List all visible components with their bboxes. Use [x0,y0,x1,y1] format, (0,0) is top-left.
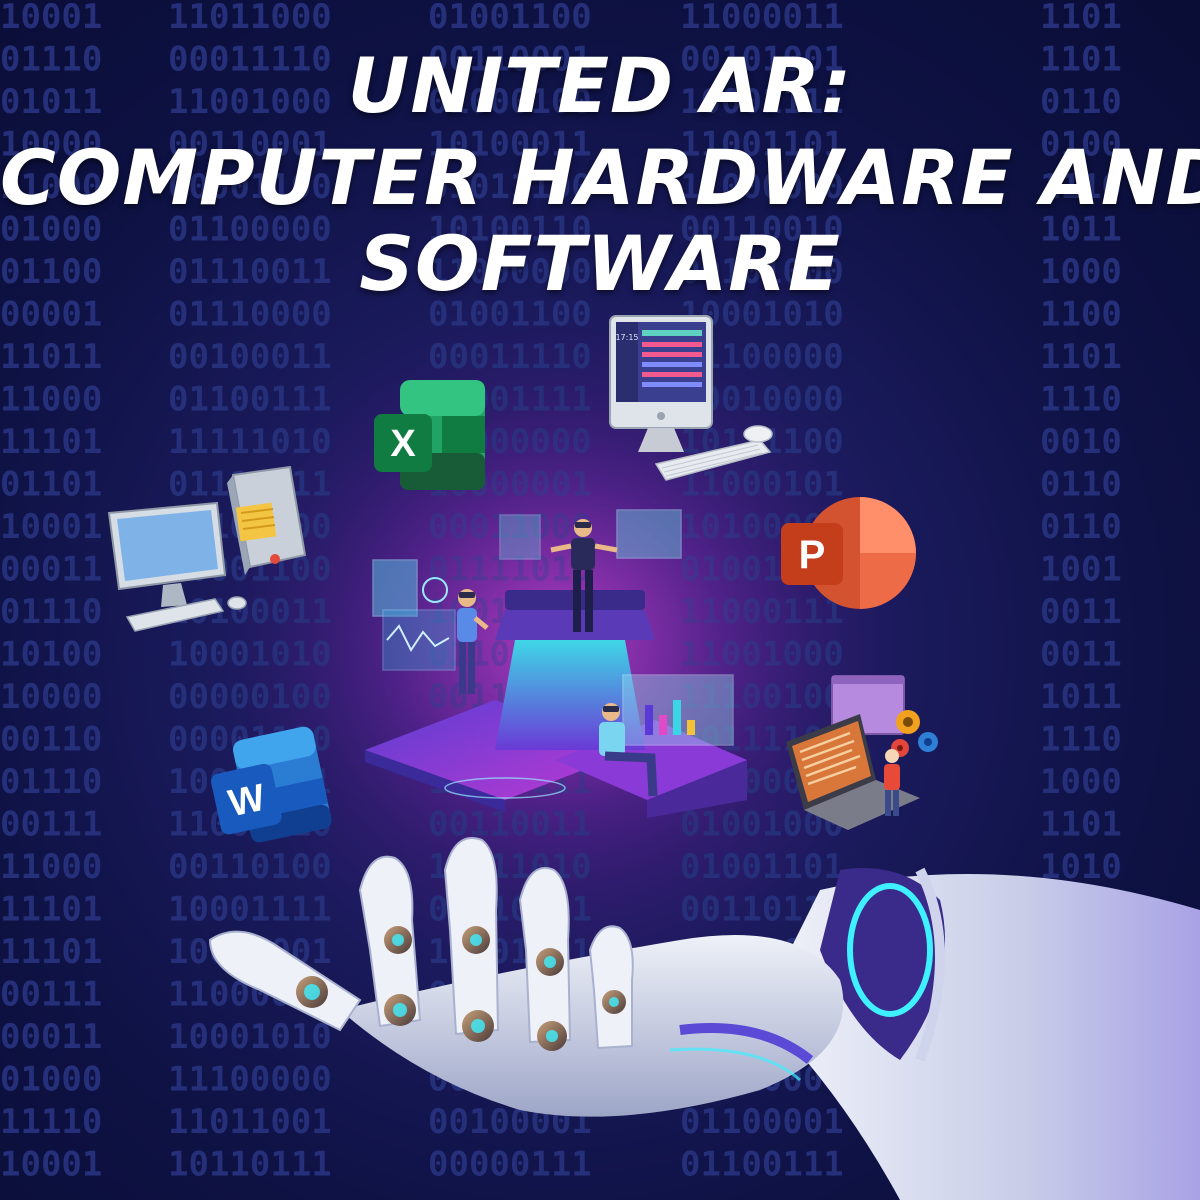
binary-code-text: 11000000 [680,167,844,207]
binary-code-text: 00110 [0,720,102,760]
binary-code-text: 01100000 [168,210,332,250]
binary-code-text: 11101 [0,932,102,972]
word-letter: W [225,777,269,826]
binary-code-text: 00001 [0,295,102,335]
binary-code-text: 1101 [1040,805,1122,845]
binary-code-text: 1110 [1040,167,1122,207]
binary-code-text: 01000 [0,1060,102,1100]
binary-code-text: 11101 [0,422,102,462]
binary-code-text: 11101 [0,890,102,930]
binary-code-text: 00110010 [680,210,844,250]
binary-code-text: 01000 [0,210,102,250]
binary-code-text: 1011 [1040,677,1122,717]
binary-code-text: 00101000 [680,252,844,292]
binary-code-text: 01100111 [680,1145,844,1185]
binary-code-text: 00011110 [168,40,332,80]
binary-code-text: 0100 [1040,125,1122,165]
binary-code-text: 01110000 [168,295,332,335]
ar-scene-illustration [365,509,747,818]
title-line-3: SOFTWARE [359,219,841,308]
binary-code-text: 00111 [0,975,102,1015]
binary-code-text: 00110100 [168,847,332,887]
binary-code-text: 01110 [0,762,102,802]
binary-code-text: 1001 [1040,550,1122,590]
binary-code-text: 01000100 [428,82,592,122]
binary-code-text: 10001111 [168,890,332,930]
binary-code-text: 0011 [1040,635,1122,675]
powerpoint-icon: P [781,497,916,609]
binary-code-text: 1000 [1040,762,1122,802]
binary-code-text: 1110 [1040,720,1122,760]
binary-code-text: 11000000 [428,252,592,292]
binary-code-text: 10100011 [428,125,592,165]
binary-code-text: 10100110 [428,210,592,250]
binary-code-text: 1000 [1040,252,1122,292]
powerpoint-letter: P [799,533,826,577]
monitor-clock: 17:15 [615,333,638,342]
title-line-2: COMPUTER HARDWARE AND [0,133,1200,222]
binary-code-text: 00011 [0,1017,102,1057]
binary-code-text: 01001100 [428,0,592,37]
binary-code-text: 10001 [0,1145,102,1185]
binary-code-text: 00101001 [680,40,844,80]
binary-code-text: 11001000 [168,82,332,122]
excel-letter: X [390,423,416,465]
binary-code-text: 11000 [0,167,102,207]
binary-code-text: 11011 [0,337,102,377]
binary-code-text: 10001 [0,507,102,547]
binary-code-text: 0011 [1040,592,1122,632]
laptop-developer-icon [786,675,938,830]
binary-code-text: 11000011 [680,0,844,37]
binary-code-text: 1110 [1040,380,1122,420]
binary-code-text: 01011100 [428,167,592,207]
binary-code-text: 01110 [0,592,102,632]
binary-code-text: 01001100 [428,295,592,335]
binary-code-text: 10000 [0,677,102,717]
binary-code-text: 00011 [0,550,102,590]
binary-code-text: 10001 [0,0,102,37]
binary-code-text: 01100111 [168,380,332,420]
binary-code-text: 10001111 [680,82,844,122]
binary-code-text: 1011 [1040,210,1122,250]
binary-code-text: 00110001 [168,125,332,165]
binary-code-text: 1100 [1040,295,1122,335]
binary-code-text: 11110 [0,1102,102,1142]
binary-code-text: 0110 [1040,507,1122,547]
binary-code-text: 11100000 [168,1060,332,1100]
binary-code-text: 1101 [1040,0,1122,37]
binary-code-text: 11011001 [168,1102,332,1142]
binary-code-text: 01100 [0,252,102,292]
binary-code-text: 10100 [0,635,102,675]
binary-code-text: 11001101 [680,125,844,165]
binary-code-text: 1101 [1040,337,1122,377]
desktop-monitor-icon: 17:15 [609,315,773,481]
binary-code-text: 0010 [1040,422,1122,462]
binary-code-text: 00100011 [168,337,332,377]
binary-code-text: 01110 [0,40,102,80]
binary-code-text: 1101 [1040,40,1122,80]
binary-code-text: 10110111 [168,1145,332,1185]
binary-code-text: 00111 [0,805,102,845]
binary-code-text: 00000111 [428,1145,592,1185]
binary-code-text: 0110 [1040,82,1122,122]
binary-code-text: 01110011 [168,252,332,292]
binary-code-text: 11000 [0,847,102,887]
robot-hand [208,837,1200,1200]
binary-code-text: 10001010 [168,1017,332,1057]
title-line-1: UNITED AR: [347,41,853,130]
binary-code-text: 00001100 [168,167,332,207]
binary-code-text: 01100001 [680,1102,844,1142]
binary-code-text: 11011000 [168,0,332,37]
binary-code-text: 01011 [0,82,102,122]
binary-code-text: 01101 [0,465,102,505]
word-icon: W [211,726,332,843]
binary-code-text: 11111010 [168,422,332,462]
binary-code-text: 00110001 [428,40,592,80]
binary-code-text: 11000 [0,380,102,420]
desktop-pc-icon [107,465,307,632]
excel-icon: X [374,380,485,490]
binary-code-text: 10000 [0,125,102,165]
binary-code-text: 0110 [1040,465,1122,505]
